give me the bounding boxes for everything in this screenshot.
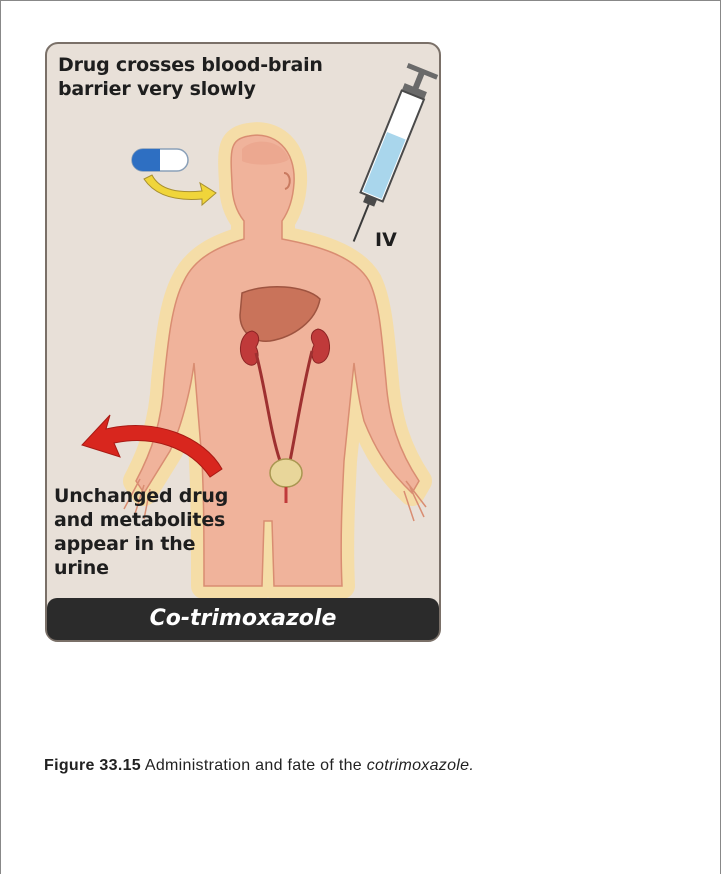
iv-route-label: IV [375,229,397,251]
drug-figure: Drug crosses blood-brain barrier very sl… [44,41,442,643]
bbb-annotation: Drug crosses blood-brain barrier very sl… [58,53,388,101]
bladder [270,459,302,487]
figure-caption-text: Administration and fate of the [141,757,367,774]
figure-caption: Figure 33.15 Administration and fate of … [44,756,704,776]
figure-caption-drug: cotrimoxazole. [367,757,474,774]
drug-name-label: Co-trimoxazole [47,599,439,639]
urine-annotation: Unchanged drug and metabolites appear in… [54,484,254,580]
capsule-icon [132,149,188,171]
figure-number: Figure 33.15 [44,757,141,774]
